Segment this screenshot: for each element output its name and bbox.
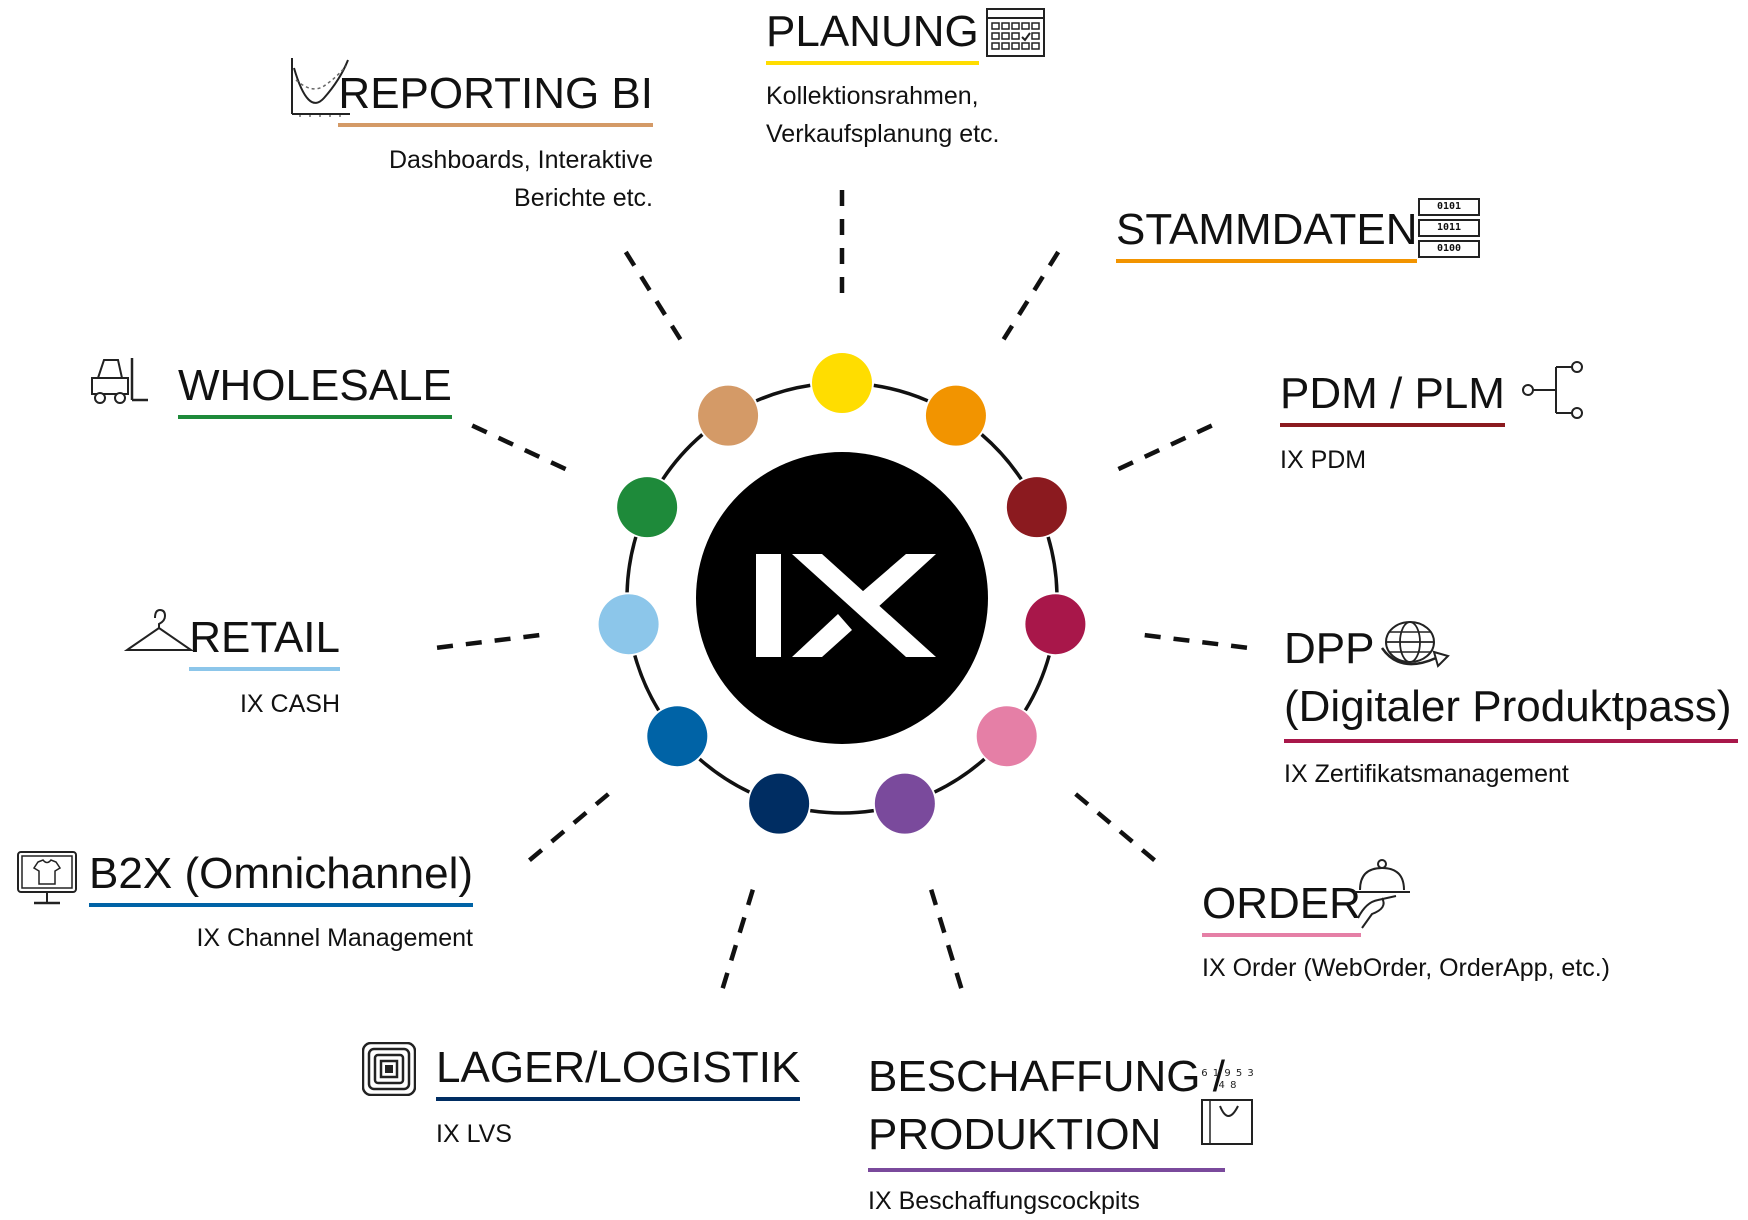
module-subtitle: IX Beschaffungscockpits <box>868 1187 1140 1215</box>
spoke-lager <box>717 889 755 1001</box>
hub <box>696 452 988 744</box>
module-nodes <box>598 353 1086 834</box>
module-subtitle: Kollektionsrahmen, Verkaufsplanung etc. <box>766 82 1000 148</box>
hierarchy-branch-icon <box>1522 361 1583 419</box>
module-reporting-bi: REPORTING BI Dashboards, Interaktive Ber… <box>338 68 653 217</box>
ring-arc <box>1023 654 1051 712</box>
ring-arc <box>661 433 704 481</box>
node-order <box>976 706 1037 767</box>
node-pdm-plm <box>1006 477 1067 538</box>
module-subtitle: IX CASH <box>239 690 340 718</box>
module-title: LAGER/LOGISTIK <box>436 1042 801 1101</box>
module-b2x: B2X (Omnichannel) IX Channel Management <box>89 848 473 957</box>
binary-data-icon: 0101 1011 0100 <box>1418 198 1480 258</box>
node-retail <box>598 594 659 655</box>
ring-arc <box>698 757 751 794</box>
module-beschaffung-produktion: BESCHAFFUNG / PRODUKTION IX Beschaffungs… <box>868 1048 1225 1220</box>
ring-arc <box>933 757 986 794</box>
ring-arc <box>873 383 929 403</box>
module-title: PLANUNG <box>766 6 979 65</box>
calendar-icon <box>986 8 1045 57</box>
module-subtitle: IX PDM <box>1280 446 1367 474</box>
module-subtitle: IX LVS <box>436 1120 512 1148</box>
clothes-hanger-icon <box>124 608 194 651</box>
module-title: PDM / PLM <box>1280 368 1505 427</box>
module-title: WHOLESALE <box>178 360 452 419</box>
module-wholesale: WHOLESALE <box>178 360 452 419</box>
module-subtitle: IX Order (WebOrder, OrderApp, etc.) <box>1202 954 1611 982</box>
module-title: RETAIL <box>189 612 340 671</box>
rfid-chip-icon <box>362 1042 416 1096</box>
module-dpp: DPP (Digitaler Produktpass) IX Zertifika… <box>1284 620 1738 793</box>
ring-arc <box>625 536 638 593</box>
module-retail: RETAIL IX CASH <box>189 612 340 723</box>
spoke-b2x <box>518 792 610 870</box>
ring-arc <box>980 433 1023 481</box>
dashed-spokes <box>424 178 1260 1001</box>
spoke-dpp <box>1144 632 1260 652</box>
connection-ring <box>625 383 1059 815</box>
module-title: REPORTING BI <box>338 68 653 127</box>
module-subtitle: Dashboards, Interaktive Berichte etc. <box>388 146 653 212</box>
spoke-order <box>1074 792 1166 870</box>
ring-arc <box>1046 536 1059 593</box>
module-title: STAMMDATEN <box>1116 204 1418 263</box>
hub-letter-x-a <box>792 554 936 657</box>
node-wholesale <box>617 477 678 538</box>
serving-cloche-icon <box>1354 859 1410 929</box>
module-subtitle: IX Channel Management <box>196 924 473 952</box>
node-beschaffung <box>874 773 935 834</box>
node-dpp <box>1025 594 1086 655</box>
module-title: B2X (Omnichannel) <box>89 848 473 907</box>
monitor-shirt-icon <box>17 851 77 905</box>
node-lager <box>749 773 810 834</box>
node-stammdaten <box>925 385 986 446</box>
node-reporting <box>698 385 759 446</box>
node-b2x <box>647 706 708 767</box>
curve-chart-icon <box>291 58 350 117</box>
module-title: ORDER <box>1202 878 1361 937</box>
ring-arc <box>755 383 811 403</box>
forklift-icon <box>91 358 148 404</box>
module-lager-logistik: LAGER/LOGISTIK IX LVS <box>436 1042 801 1153</box>
spoke-pdm-plm <box>1117 418 1224 472</box>
shopping-bag-numbers-icon: 6 1 9 5 3 4 8 <box>1198 1068 1258 1146</box>
globe-arrow-icon <box>1380 621 1450 668</box>
spoke-wholesale <box>460 418 567 472</box>
spoke-reporting <box>617 240 683 341</box>
module-title: DPP (Digitaler Produktpass) <box>1284 620 1738 743</box>
module-order: ORDER IX Order (WebOrder, OrderApp, etc.… <box>1202 878 1610 987</box>
module-planung: PLANUNG Kollektionsrahmen, Verkaufsplanu… <box>766 6 1000 153</box>
spoke-stammdaten <box>1001 240 1067 341</box>
hub-letter-x-c <box>792 614 852 657</box>
spoke-retail <box>424 632 540 652</box>
node-planung <box>812 353 872 413</box>
hub-letter-i <box>756 554 781 657</box>
ring-arc <box>809 808 875 815</box>
spoke-beschaffung <box>929 889 967 1001</box>
module-subtitle: IX Zertifikatsmanagement <box>1284 760 1569 788</box>
module-stammdaten: STAMMDATEN <box>1116 204 1418 263</box>
hub-letter-x-b <box>862 554 936 608</box>
ring-arc <box>633 654 661 712</box>
module-title: BESCHAFFUNG / PRODUKTION <box>868 1048 1225 1172</box>
module-pdm-plm: PDM / PLM IX PDM <box>1280 368 1505 479</box>
